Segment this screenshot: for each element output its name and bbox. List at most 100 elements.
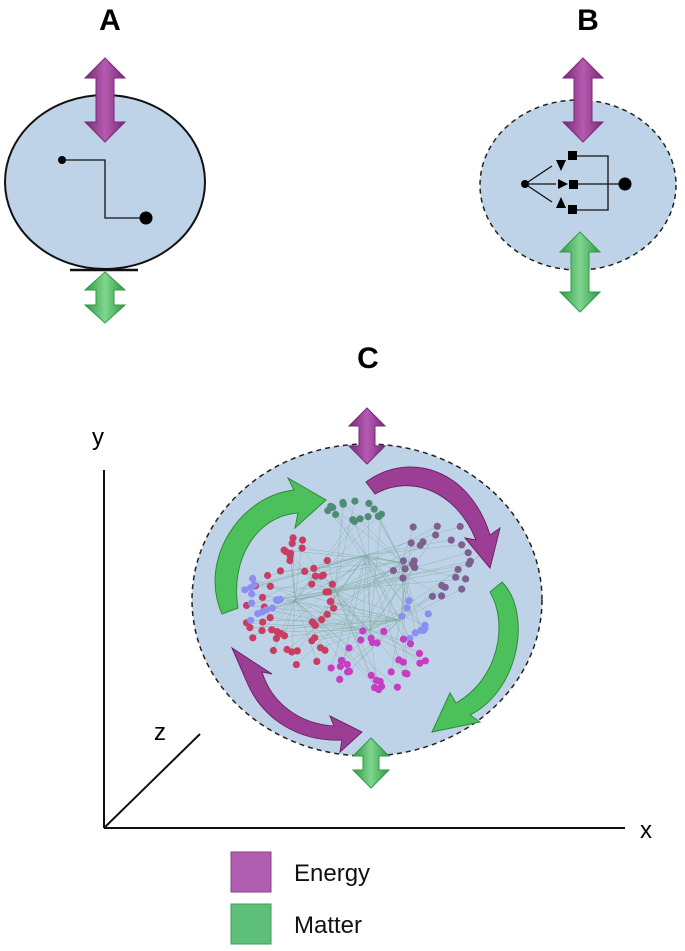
network-edge — [399, 587, 446, 621]
panel-b: B — [479, 4, 677, 313]
network-node — [246, 624, 254, 632]
network-node — [406, 640, 415, 648]
network-node — [288, 539, 296, 548]
network-node — [298, 544, 306, 552]
network-node — [357, 636, 365, 644]
network-edge — [334, 504, 344, 591]
network-node — [318, 616, 326, 624]
network-node — [258, 593, 267, 602]
network-node — [311, 621, 319, 630]
network-node — [266, 614, 274, 622]
network-edge — [334, 589, 426, 626]
network-edge — [302, 547, 403, 563]
network-node — [311, 572, 319, 580]
network-edge — [291, 599, 296, 653]
network-edge — [369, 629, 420, 654]
panel-a: A — [4, 4, 206, 324]
network-node — [403, 604, 411, 612]
panel-a-label: A — [99, 4, 121, 37]
network-node — [378, 682, 386, 691]
network-node — [259, 618, 267, 626]
network-node — [268, 626, 276, 634]
network-node — [272, 634, 280, 643]
network-node — [328, 580, 336, 588]
network-node — [277, 629, 285, 638]
legend-swatch-energy — [230, 851, 272, 893]
network-edge — [365, 544, 462, 556]
network-node — [420, 626, 428, 634]
network-node — [398, 612, 406, 620]
network-node — [432, 531, 440, 539]
network-node — [293, 647, 301, 655]
network-node — [403, 670, 411, 678]
network-edge — [378, 516, 403, 563]
network-edge — [311, 583, 336, 591]
network-node — [458, 585, 466, 593]
network-node — [438, 592, 446, 600]
network-edge — [365, 554, 411, 639]
network-edge — [334, 589, 378, 644]
network-node — [351, 497, 359, 505]
panel-c: C y x z — [92, 342, 652, 844]
matter-cycle-arrow-right — [431, 581, 519, 733]
network-node — [356, 515, 364, 523]
network-edge — [383, 561, 403, 632]
network-node — [367, 671, 375, 680]
network-node — [247, 616, 255, 624]
network-node — [415, 649, 424, 658]
network-node — [319, 571, 327, 579]
energy-cycle-arrow-top — [365, 466, 501, 570]
legend-label-matter: Matter — [294, 912, 362, 939]
network-nodes — [241, 497, 489, 694]
network-node — [424, 610, 432, 618]
legend-label-energy: Energy — [294, 860, 370, 887]
network-node — [276, 567, 285, 575]
network-node — [301, 567, 309, 576]
network-node — [350, 517, 359, 526]
network-node — [313, 657, 321, 666]
network-node — [401, 565, 409, 573]
matter-arrow-b — [558, 231, 602, 313]
single-pathway — [58, 156, 153, 225]
network-edge — [267, 554, 367, 576]
network-node — [308, 580, 316, 588]
network-node — [292, 661, 300, 669]
network-node — [389, 567, 397, 575]
network-node — [336, 675, 344, 684]
network-edge — [365, 554, 404, 640]
network-node — [452, 573, 460, 581]
network-node — [339, 498, 347, 507]
network-node — [310, 564, 318, 573]
network-node — [269, 646, 277, 655]
axes: y x z — [92, 424, 652, 844]
network-edge — [341, 561, 403, 661]
network-node — [337, 656, 345, 665]
network-node — [407, 539, 415, 547]
network-edge — [399, 564, 413, 621]
network-node — [249, 634, 257, 642]
species-network — [241, 497, 489, 694]
panel-c-label: C — [357, 342, 379, 375]
network-edge — [294, 569, 459, 601]
network-node — [327, 598, 335, 606]
network-edge — [334, 589, 373, 643]
network-node — [325, 588, 333, 596]
network-edge — [294, 599, 350, 649]
network-edge — [347, 619, 401, 673]
network-edge — [280, 561, 403, 572]
network-node — [372, 676, 380, 685]
network-node — [241, 586, 249, 594]
network-node — [428, 592, 436, 600]
network-node — [316, 644, 325, 652]
network-edge — [360, 619, 401, 641]
network-node — [393, 683, 401, 691]
network-node — [438, 581, 446, 590]
network-node — [395, 656, 403, 664]
x-axis-label: x — [640, 817, 652, 844]
network-node — [254, 610, 262, 618]
network-node — [344, 668, 352, 676]
network-edge — [368, 503, 403, 563]
network-edge — [365, 554, 372, 639]
network-node — [266, 582, 274, 590]
